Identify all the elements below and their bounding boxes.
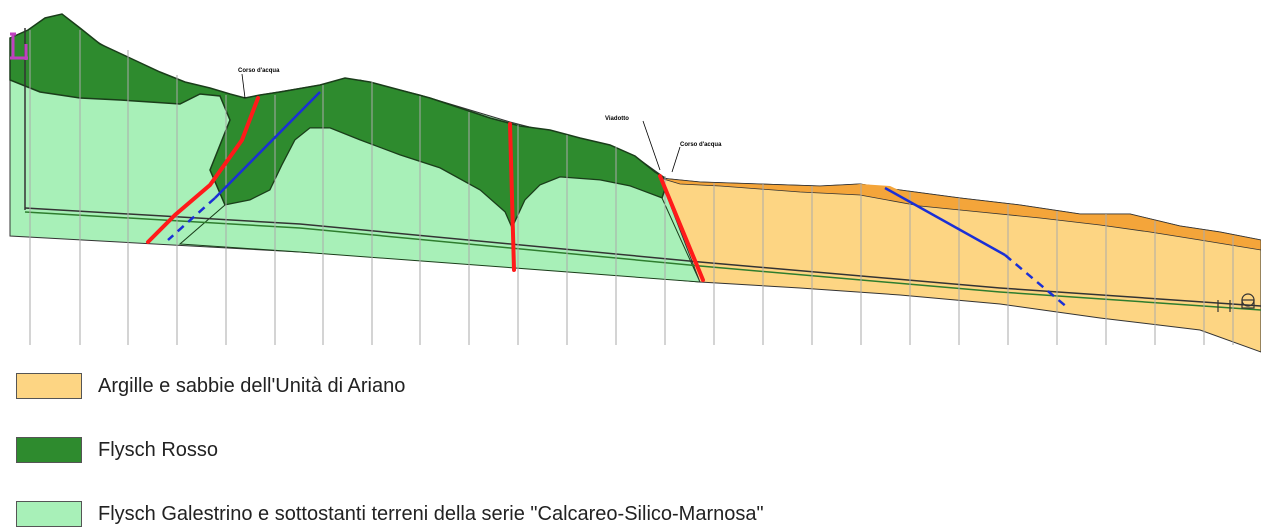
bedding-line-1-dashed xyxy=(167,197,216,241)
tunnel-line-lower xyxy=(24,211,1261,311)
legend: Argille e sabbie dell'Unità di Ariano Fl… xyxy=(16,372,1256,528)
legend-label-flysch-galestrino: Flysch Galestrino e sottostanti terreni … xyxy=(98,502,764,525)
bedding-line-1 xyxy=(214,91,321,199)
annotation-corso-2: Corso d'acqua xyxy=(671,142,722,173)
geological-cross-section: Corso d'acqua Viadotto Corso d'acqua xyxy=(9,13,1261,353)
bedding-line-2 xyxy=(884,186,1006,257)
left-marker xyxy=(10,32,28,60)
annotation-corso-1-text: Corso d'acqua xyxy=(238,68,280,74)
flysch-galestrino-window xyxy=(178,127,516,269)
bedding-lines xyxy=(167,91,1069,309)
legend-label-ariano: Argille e sabbie dell'Unità di Ariano xyxy=(98,374,406,397)
annotation-corso-2-leader xyxy=(671,146,681,173)
fault-1 xyxy=(146,96,260,244)
legend-item-flysch-galestrino: Flysch Galestrino e sottostanti terreni … xyxy=(16,500,1256,528)
annotation-viadotto-leader xyxy=(642,120,661,171)
vertical-gridlines xyxy=(29,30,1234,345)
legend-swatch-flysch-galestrino xyxy=(16,501,82,527)
legend-item-ariano: Argille e sabbie dell'Unità di Ariano xyxy=(16,372,1256,400)
annotation-viadotto: Viadotto xyxy=(605,116,661,171)
annotation-corso-2-text: Corso d'acqua xyxy=(680,142,722,148)
legend-swatch-flysch-rosso xyxy=(16,437,82,463)
annotation-corso-1-leader xyxy=(241,73,246,99)
fault-3 xyxy=(658,174,705,282)
tunnel-line-upper xyxy=(24,207,1261,307)
legend-item-flysch-rosso: Flysch Rosso xyxy=(16,436,1256,464)
fault-lines xyxy=(146,96,705,282)
tunnel-end-marker xyxy=(1217,293,1255,312)
legend-label-flysch-rosso: Flysch Rosso xyxy=(98,438,219,461)
legend-swatch-ariano xyxy=(16,373,82,399)
annotation-viadotto-text: Viadotto xyxy=(605,116,629,122)
fault-2 xyxy=(508,122,516,272)
annotation-corso-1: Corso d'acqua xyxy=(238,68,280,99)
